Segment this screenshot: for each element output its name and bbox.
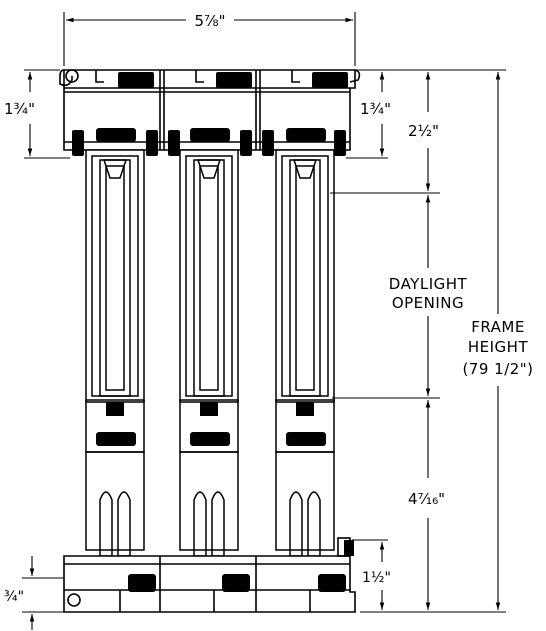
- sill-frame: [63, 537, 356, 613]
- dimension-lines: [22, 12, 506, 630]
- head-left-label: 1¾": [4, 100, 35, 118]
- head-to-daylight-label: 2½": [408, 122, 439, 140]
- sill-rollers: [128, 540, 354, 592]
- daylight-label-line2: OPENING: [392, 294, 464, 312]
- head-weatherstrips: [72, 72, 348, 156]
- frame-height-line2: HEIGHT: [468, 338, 529, 356]
- panel-3: [275, 149, 335, 557]
- frame-height-line3: (79 1/2"): [462, 360, 533, 378]
- sill-offset-label: ¾": [4, 589, 24, 605]
- overall-width-label: 5⅞": [195, 12, 226, 30]
- head-right-label: 1¾": [360, 100, 391, 118]
- daylight-label-line1: DAYLIGHT: [389, 275, 468, 293]
- frame-height-line1: FRAME: [471, 318, 525, 336]
- sill-to-daylight-label: 4⁷⁄₁₆": [408, 490, 445, 508]
- glazing-blocks: [96, 402, 326, 446]
- panel-2: [179, 149, 239, 557]
- sill-height-label: 1½": [362, 570, 391, 586]
- panel-1: [85, 149, 145, 557]
